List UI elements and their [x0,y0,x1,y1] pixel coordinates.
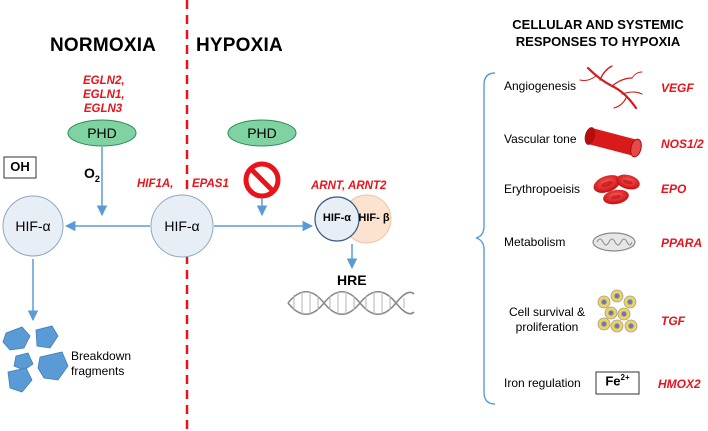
center-hif-circle [150,194,214,258]
normoxia-phd-label: PHD [87,125,117,141]
gene-hif1a: HIF1A, [137,178,174,190]
hre-label: HRE [337,272,367,288]
artery-icon [584,127,642,158]
gene-egln2: EGLN2, [83,75,125,87]
response-label-cell-survival-2: proliferation [515,320,579,334]
response-label-iron: Iron regulation [504,376,581,390]
responses-bracket [475,72,496,405]
responses-title-line-1: CELLULAR AND SYSTEMIC [512,17,684,32]
oh-box [3,156,37,179]
gene-egln1: EGLN1, [83,89,125,101]
response-gene-ppara: PPARA [661,236,703,250]
response-label-cell-survival-1: Cell survival & [509,305,586,319]
blood-vessel-icon [579,65,643,110]
oh-label: OH [10,159,30,174]
response-label-erythropoeisis: Erythropoeisis [504,182,581,196]
response-gene-hmox2: HMOX2 [658,377,701,391]
normoxia-phd-oval [67,119,137,147]
iron-symbol: Fe2+ [596,373,639,388]
oxygen-subscript: 2 [94,173,100,184]
normoxia-hif-label: HIF-α [15,218,51,234]
breakdown-line-1: Breakdown [71,349,132,363]
breakdown-label: Breakdown fragments [71,349,131,379]
breakdown-fragments-icon [2,325,69,393]
response-gene-epo: EPO [661,182,687,196]
gene-epas1: EPAS1 [192,178,229,190]
response-label-cell-survival: Cell survival & proliferation [509,305,585,335]
gene-arnt: ARNT, ARNT2 [311,180,387,192]
normoxia-hif-circle [2,195,64,257]
response-label-vascular-tone: Vascular tone [504,132,577,146]
response-label-angiogenesis: Angiogenesis [504,79,577,93]
hypoxia-phd-oval [227,119,297,147]
responses-title-line-2: RESPONSES TO HYPOXIA [515,34,681,49]
egln-gene-list: EGLN2, EGLN1, EGLN3 [83,74,125,116]
hypoxia-phd-label: PHD [247,125,277,141]
iron-box-icon [595,371,640,395]
oxygen-symbol: O [84,165,95,181]
red-blood-cells-icon [593,174,640,205]
response-label-metabolism: Metabolism [504,235,566,249]
breakdown-line-2: fragments [71,364,125,378]
hypoxia-header: HYPOXIA [196,35,283,56]
responses-title: CELLULAR AND SYSTEMIC RESPONSES TO HYPOX… [498,16,698,50]
normoxia-header: NORMOXIA [50,35,157,56]
iron-symbol-text: Fe [605,373,621,389]
center-hif-label: HIF-α [164,218,200,234]
response-gene-nos: NOS1/2 [661,137,704,151]
dna-helix-icon [287,290,415,316]
response-gene-tgf: TGF [661,314,685,328]
gene-egln3: EGLN3 [83,103,123,115]
oxygen-label: O2 [84,165,100,184]
hif-alpha-label: HIF-α [322,212,352,224]
cells-icon [597,289,638,333]
response-gene-vegf: VEGF [661,81,694,95]
hif-beta-label: HIF- β [358,212,390,224]
no-entry-icon [243,161,281,199]
iron-charge: 2+ [620,373,630,382]
hif-alpha-circle [314,196,360,242]
mitochondrion-icon [592,232,636,252]
